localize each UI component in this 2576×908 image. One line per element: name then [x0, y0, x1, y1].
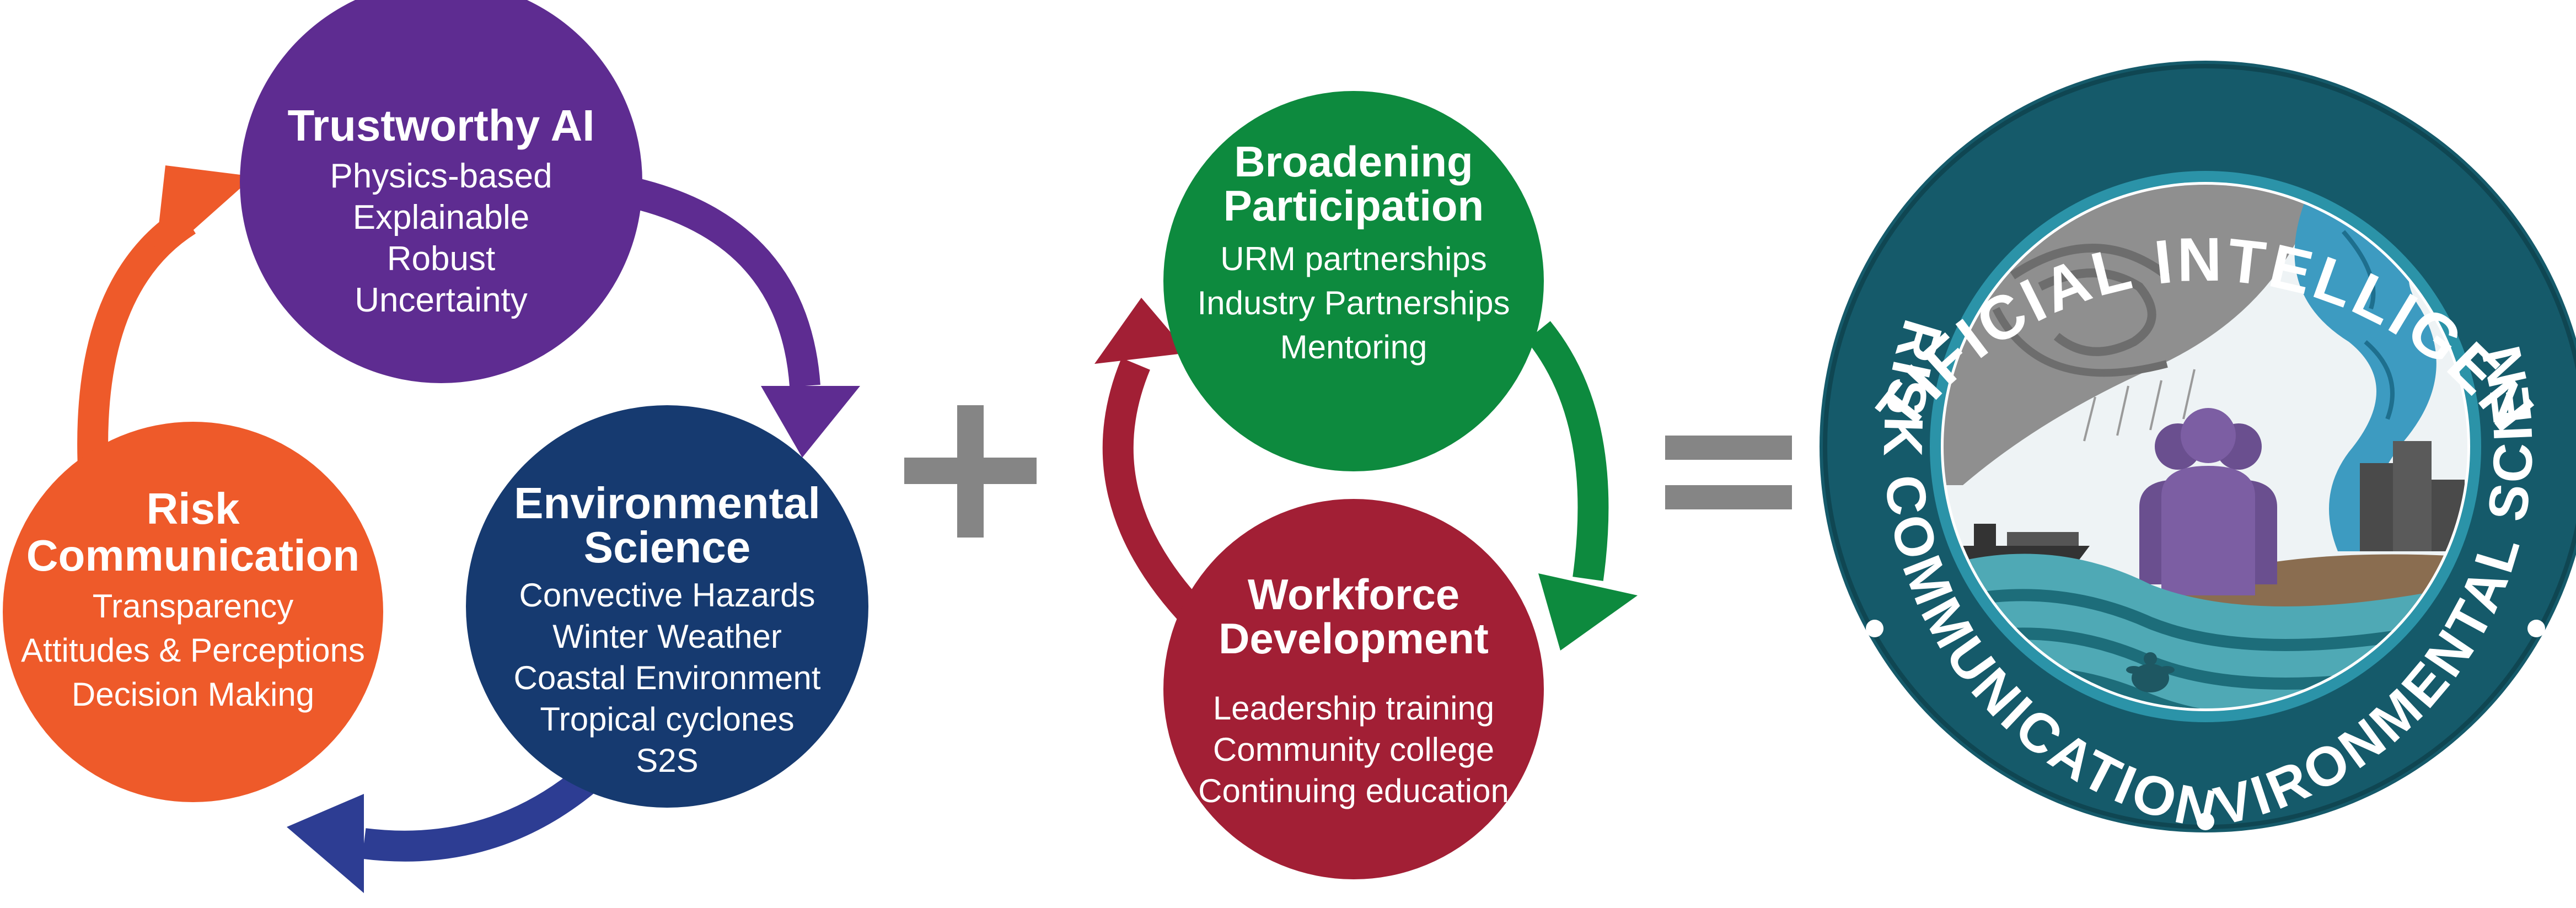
equals-symbol — [1665, 436, 1792, 509]
workforce-development-item-2: Community college — [1213, 731, 1494, 768]
sea-turtle-icon — [2126, 652, 2175, 692]
trustworthy-ai-circle: Trustworthy AI Physics-based Explainable… — [240, 0, 642, 383]
environmental-science-item-5: S2S — [636, 742, 698, 779]
workforce-development-item-3: Continuing education — [1198, 772, 1509, 809]
risk-communication-item-1: Transparency — [93, 588, 294, 625]
environmental-science-item-3: Coastal Environment — [514, 659, 821, 696]
arrow-broadening-to-workforce — [1526, 321, 1638, 651]
environmental-science-item-1: Convective Hazards — [519, 577, 815, 614]
trustworthy-ai-title: Trustworthy AI — [287, 101, 594, 150]
environmental-science-title-line2: Science — [584, 523, 750, 572]
left-cycle: Trustworthy AI Physics-based Explainable… — [3, 0, 868, 893]
risk-communication-title-line2: Communication — [26, 531, 359, 580]
arrow-environmental-to-risk — [287, 760, 606, 893]
arrow-risk-to-trustworthy — [77, 165, 254, 481]
people-icon — [2139, 408, 2277, 595]
trustworthy-ai-item-2: Explainable — [353, 198, 530, 237]
trustworthy-ai-item-4: Uncertainty — [355, 281, 528, 319]
arrow-trustworthy-to-environmental — [630, 178, 860, 458]
workforce-development-item-1: Leadership training — [1213, 690, 1494, 727]
broadening-participation-circle: Broadening Participation URM partnership… — [1163, 91, 1544, 471]
plus-symbol — [904, 405, 1037, 538]
broadening-participation-item-2: Industry Partnerships — [1198, 284, 1510, 321]
tornado-icon — [2294, 185, 2467, 551]
arrow-workforce-to-broadening — [1094, 298, 1208, 628]
workforce-development-title-line1: Workforce — [1248, 570, 1459, 619]
environmental-science-item-2: Winter Weather — [552, 618, 782, 655]
broadening-participation-item-1: URM partnerships — [1220, 240, 1487, 277]
workforce-development-title-line2: Development — [1219, 614, 1489, 663]
broadening-participation-item-3: Mentoring — [1280, 329, 1427, 366]
workforce-development-circle: Workforce Development Leadership trainin… — [1163, 499, 1544, 879]
middle-cycle: Broadening Participation URM partnership… — [1094, 91, 1638, 879]
risk-communication-item-3: Decision Making — [72, 676, 314, 713]
environmental-science-item-4: Tropical cyclones — [540, 701, 794, 738]
broadening-participation-title-line1: Broadening — [1234, 137, 1473, 186]
risk-communication-title-line1: Risk — [147, 484, 240, 533]
broadening-participation-title-line2: Participation — [1223, 181, 1484, 230]
risk-communication-item-2: Attitudes & Perceptions — [21, 632, 365, 669]
trustworthy-ai-item-1: Physics-based — [330, 157, 552, 195]
environmental-science-title-line1: Environmental — [514, 479, 820, 528]
trustworthy-ai-item-3: Robust — [387, 240, 495, 278]
environmental-science-circle: Environmental Science Convective Hazards… — [466, 405, 868, 808]
risk-communication-circle: Risk Communication Transparency Attitude… — [3, 422, 383, 802]
